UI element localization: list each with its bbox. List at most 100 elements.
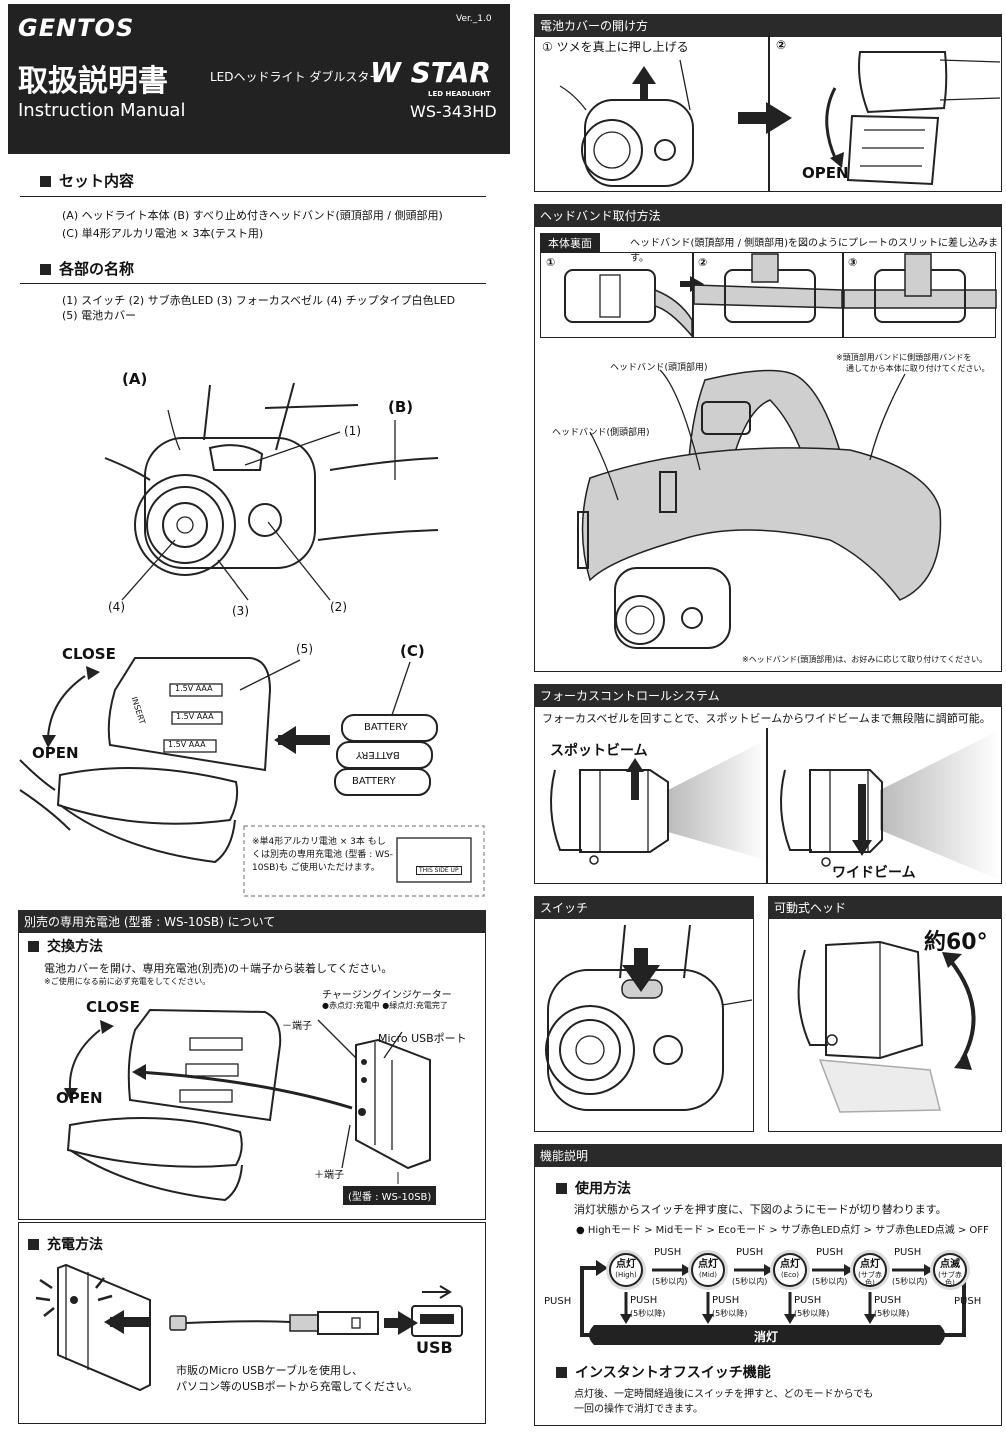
- parts-title: 各部の名称: [40, 258, 134, 279]
- cover-open-label: OPEN: [802, 164, 849, 182]
- exchange-text: 電池カバーを開け、専用充電池(別売)の＋端子から装着してください。: [44, 962, 393, 975]
- step-number: ③: [848, 256, 858, 269]
- wstar-logo: W STAR: [370, 56, 491, 89]
- title-jp: 取扱説明書: [18, 64, 168, 99]
- mode-high: 点灯(High): [609, 1253, 643, 1287]
- this-side-up-label: THIS SIDE UP: [416, 866, 462, 875]
- instant-off-text1: 点灯後、一定時間経過後にスイッチを押すと、どのモードからでも: [574, 1389, 874, 1400]
- spot-beam-label: スポットビーム: [550, 743, 648, 759]
- exchange-note: ※ご使用になる前に必ず充電をしてください。: [44, 977, 211, 986]
- cell-label: 1.5V AAA: [168, 740, 206, 749]
- tilt-angle: 約60°: [924, 930, 988, 955]
- step-strip: [540, 252, 996, 338]
- after-label: (5秒以降): [874, 1309, 910, 1318]
- mode-sub-red-on: 点灯(サブ赤色): [853, 1253, 887, 1287]
- bullet-square-icon: [556, 1367, 567, 1378]
- off-label: 消灯: [754, 1330, 779, 1344]
- bullet-square-icon: [28, 1239, 39, 1250]
- bullet-square-icon: [40, 176, 51, 187]
- bullet-square-icon: [40, 264, 51, 275]
- panel-divider: [842, 252, 844, 338]
- after-label: (5秒以降): [794, 1309, 830, 1318]
- functions-bar: 機能説明: [534, 1144, 1002, 1167]
- within-label: (5秒以内): [812, 1277, 848, 1286]
- after-label: (5秒以降): [630, 1309, 666, 1318]
- brand-logo: GENTOS: [18, 14, 135, 42]
- wstar-logo-sub: LED HEADLIGHT: [428, 90, 491, 98]
- headband-note3: ※ヘッドバンド(頭頂部用)は、お好みに応じて取り付けてください。: [742, 655, 988, 664]
- label-b: (B): [388, 398, 414, 416]
- mode-sequence: ● Highモード > Midモード > Ecoモード > サブ赤色LED点灯 …: [576, 1225, 989, 1236]
- title-en: Instruction Manual: [18, 100, 186, 121]
- push-label: PUSH: [736, 1247, 764, 1258]
- top-band-label: ヘッドバンド(頭頂部用): [610, 363, 708, 373]
- insert-label: INSERT: [129, 695, 147, 726]
- open-label: OPEN: [56, 1089, 103, 1107]
- label-1: (1): [344, 424, 361, 438]
- version-label: Ver._1.0: [456, 14, 492, 24]
- open-label: OPEN: [32, 744, 79, 762]
- battery-label: BATTERY: [364, 722, 408, 733]
- push-label: PUSH: [630, 1295, 658, 1306]
- label-3: (3): [232, 604, 249, 618]
- push-label: PUSH: [794, 1295, 822, 1306]
- charging-text2: パソコン等のUSBポートから充電してください。: [176, 1380, 418, 1393]
- back-label: 本体裏面: [540, 233, 600, 253]
- within-label: (5秒以内): [732, 1277, 768, 1286]
- battery-label: BATTERY: [356, 749, 400, 760]
- within-label: (5秒以内): [892, 1277, 928, 1286]
- push-label: PUSH: [874, 1295, 902, 1306]
- mode-sub-red-blink: 点滅(サブ赤色): [933, 1253, 967, 1287]
- within-label: (5秒以内): [652, 1277, 688, 1286]
- step-number: ②: [698, 256, 708, 269]
- tilt-bar: 可動式ヘッド: [768, 896, 1002, 919]
- usb-label: USB: [416, 1338, 453, 1357]
- step-number: ①: [546, 256, 556, 269]
- usage-title: 使用方法: [556, 1178, 631, 1198]
- mode-eco: 点灯(Eco): [773, 1253, 807, 1287]
- close-label: CLOSE: [62, 645, 116, 663]
- cover-step1: ① ツメを真上に押し上げる: [542, 40, 689, 54]
- model-number: WS-343HD: [410, 102, 497, 121]
- push-label: PUSH: [654, 1247, 682, 1258]
- push-label: PUSH: [954, 1296, 982, 1307]
- header-block: GENTOS Ver._1.0 取扱説明書 Instruction Manual…: [8, 4, 510, 154]
- label-5: (5): [296, 642, 313, 656]
- headband-instruction: ヘッドバンド(頭頂部用 / 側頭部用)を図のようにプレートのスリットに差し込みま…: [630, 238, 999, 264]
- switch-panel: [534, 896, 754, 1132]
- cell-label: 1.5V AAA: [175, 684, 213, 693]
- divider: [20, 283, 486, 284]
- product-name: LEDヘッドライト ダブルスター: [210, 70, 382, 84]
- push-label: PUSH: [544, 1296, 572, 1307]
- exchange-title: 交換方法: [28, 936, 103, 956]
- model-tag: (型番 : WS-10SB): [343, 1186, 437, 1205]
- usb-port-label: Micro USBポート: [378, 1032, 467, 1045]
- panel-divider: [768, 34, 770, 192]
- cell-label: 1.5V AAA: [176, 712, 214, 721]
- set-contents-line1: (A) ヘッドライト本体 (B) すべり止め付きヘッドバンド(頭頂部用 / 側頭…: [62, 209, 443, 222]
- divider: [20, 196, 486, 197]
- plus-terminal-label: ＋端子: [314, 1170, 344, 1181]
- label-4: (4): [108, 600, 125, 614]
- set-contents-line2: (C) 単4形アルカリ電池 × 3本(テスト用): [62, 227, 264, 240]
- battery-cover-bar: 電池カバーの開け方: [534, 14, 1002, 37]
- focus-text: フォーカスベゼルを回すことで、スポットビームからワイドビームまで無段階に調節可能…: [542, 712, 991, 725]
- minus-terminal-label: －端子: [282, 1021, 312, 1032]
- wide-beam-label: ワイドビーム: [832, 865, 916, 881]
- panel-divider: [692, 252, 694, 338]
- push-label: PUSH: [894, 1247, 922, 1258]
- charging-panel: [18, 1222, 486, 1424]
- label-a: (A): [122, 370, 148, 388]
- panel-divider: [766, 728, 768, 884]
- after-label: (5秒以降): [712, 1309, 748, 1318]
- parts-line2: (5) 電池カバー: [62, 309, 137, 322]
- cover-step2: ②: [776, 38, 787, 52]
- bullet-square-icon: [556, 1183, 567, 1194]
- set-contents-title: セット内容: [40, 170, 134, 191]
- instant-off-title: インスタントオフスイッチ機能: [556, 1362, 771, 1382]
- close-label: CLOSE: [86, 998, 140, 1016]
- label-2: (2): [330, 600, 347, 614]
- headband-note2: 通してから本体に取り付けてください。: [846, 364, 990, 373]
- battery-label: BATTERY: [352, 776, 396, 787]
- rechargeable-bar: 別売の専用充電池 (型番 : WS-10SB) について: [18, 910, 486, 933]
